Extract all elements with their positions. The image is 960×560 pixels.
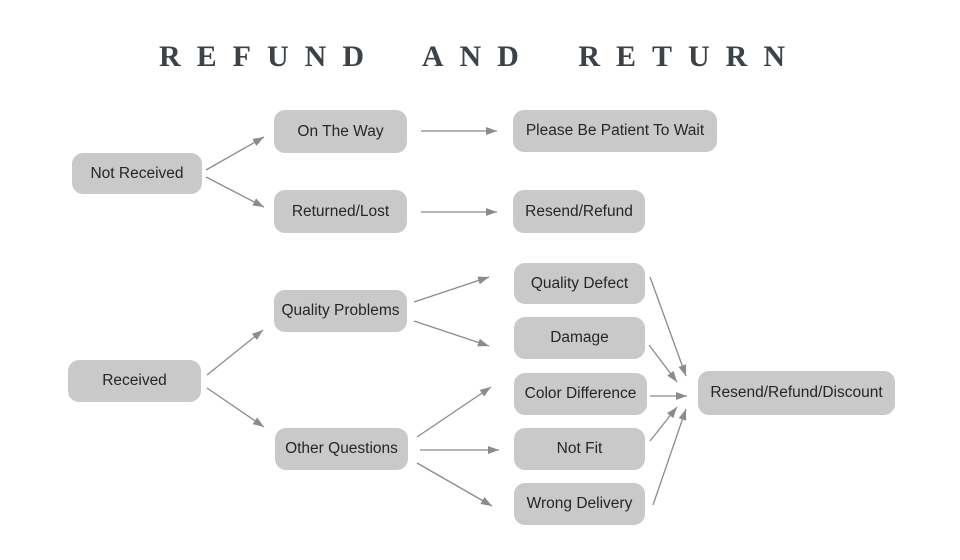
node-damage: Damage [514,317,645,359]
edge-damage-to-resend-refund-discount [648,344,678,383]
node-color-difference: Color Difference [514,373,647,415]
node-quality-problems: Quality Problems [274,290,407,332]
edge-quality-problems-to-damage [413,320,490,347]
edge-wrong-delivery-to-resend-refund-discount [652,408,687,506]
edge-received-to-other-questions [206,387,265,428]
node-resend-refund-discount: Resend/Refund/Discount [698,371,895,415]
node-resend-refund: Resend/Refund [513,190,645,233]
node-other-questions: Other Questions [275,428,408,470]
edge-not-received-to-on-the-way [205,136,265,171]
edge-other-questions-to-color-difference [416,386,492,438]
node-please-be-patient: Please Be Patient To Wait [513,110,717,152]
node-on-the-way: On The Way [274,110,407,153]
node-received: Received [68,360,201,402]
edge-not-received-to-returned-lost [205,176,265,208]
node-not-received: Not Received [72,153,202,194]
edge-received-to-quality-problems [206,329,264,376]
node-not-fit: Not Fit [514,428,645,470]
edge-quality-defect-to-resend-refund-discount [649,276,687,377]
edge-not-fit-to-resend-refund-discount [649,406,678,442]
page-title: REFUND AND RETURN [158,40,801,73]
edge-other-questions-to-wrong-delivery [416,462,493,507]
node-quality-defect: Quality Defect [514,263,645,304]
edge-quality-problems-to-quality-defect [413,276,490,303]
node-returned-lost: Returned/Lost [274,190,407,233]
node-wrong-delivery: Wrong Delivery [514,483,645,525]
